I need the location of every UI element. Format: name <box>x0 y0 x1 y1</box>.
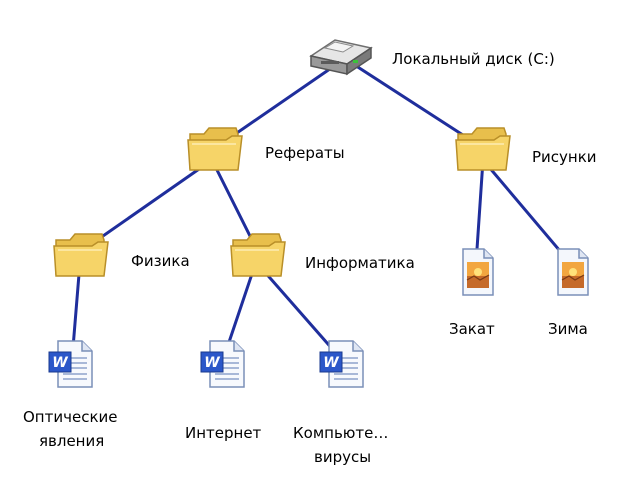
node-label-opticheskie-line1: Оптические <box>23 408 118 426</box>
folder-icon <box>455 127 511 171</box>
folder-icon <box>187 127 243 171</box>
svg-text:W: W <box>52 355 68 371</box>
folder-icon <box>53 233 109 277</box>
node-label-informatika: Информатика <box>305 254 415 272</box>
node-label-internet: Интернет <box>185 424 262 442</box>
connector-informatika-kompyuter <box>254 260 344 362</box>
node-label-zakat: Закат <box>449 320 495 338</box>
node-label-referaty: Рефераты <box>265 144 345 162</box>
connector-risunki-zima <box>481 158 573 266</box>
node-label-kompyuter-line2: вирусы <box>314 448 372 466</box>
node-label-risunki: Рисунки <box>532 148 597 166</box>
word-document-icon: W <box>319 340 364 388</box>
connector-risunki-zakat <box>474 158 485 266</box>
image-file-icon <box>557 248 589 296</box>
svg-text:W: W <box>323 355 339 371</box>
word-document-icon: W <box>48 340 93 388</box>
node-label-zima: Зима <box>548 320 588 338</box>
hard-drive-icon <box>309 39 373 76</box>
node-label-root: Локальный диск (C:) <box>392 50 555 68</box>
node-label-fizika: Физика <box>131 252 190 270</box>
node-label-opticheskie-line2: явления <box>39 432 105 450</box>
word-document-icon: W <box>200 340 245 388</box>
image-file-icon <box>462 248 494 296</box>
node-label-kompyuter-line1: Компьюте… <box>293 424 389 442</box>
folder-icon <box>230 233 286 277</box>
svg-text:W: W <box>204 355 220 371</box>
